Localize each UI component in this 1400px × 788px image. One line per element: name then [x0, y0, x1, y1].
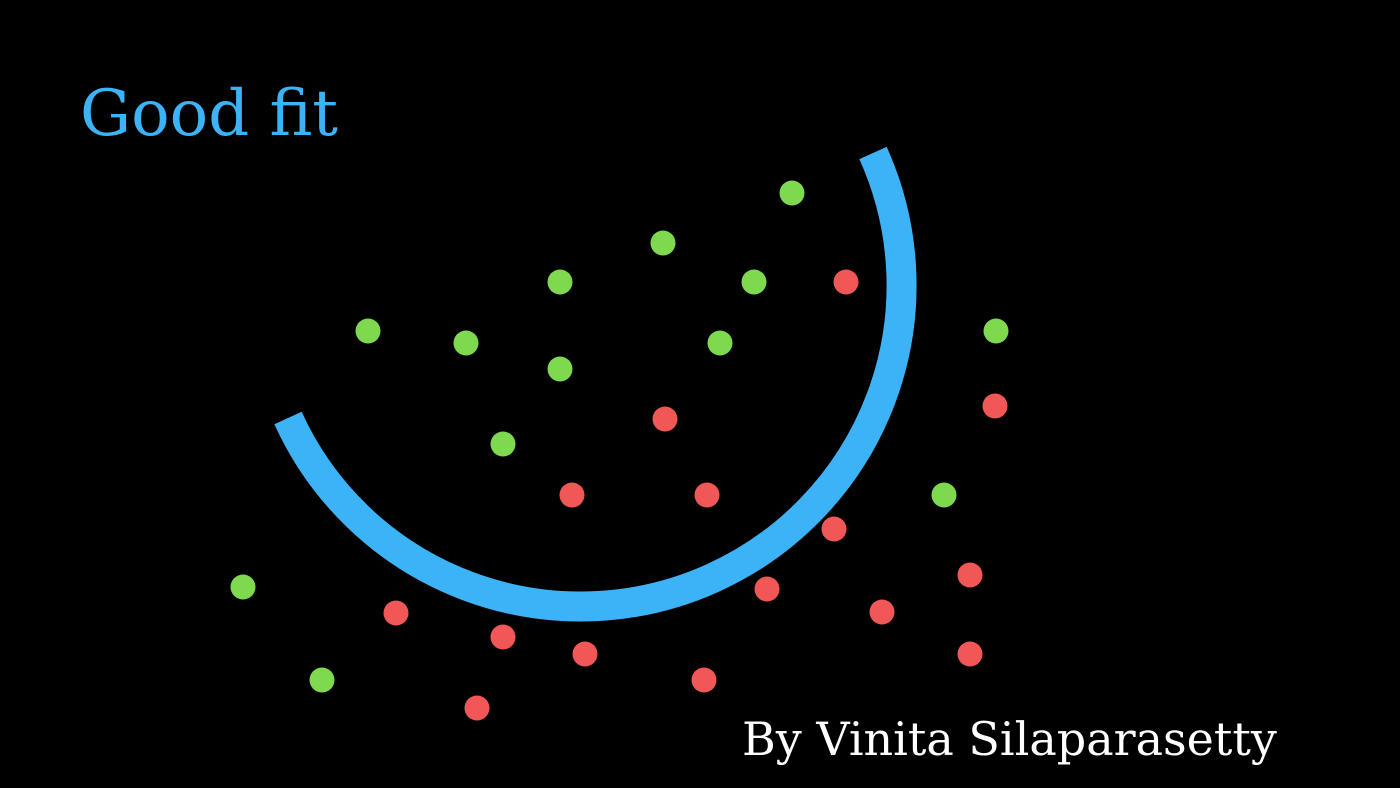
green-point — [490, 431, 516, 457]
green-point — [453, 330, 479, 356]
red-point — [652, 406, 678, 432]
red-point — [821, 516, 847, 542]
red-point — [464, 695, 490, 721]
red-points — [383, 269, 1008, 721]
diagram-title: Good fit — [80, 77, 338, 151]
red-point — [572, 641, 598, 667]
red-point — [383, 600, 409, 626]
green-point — [309, 667, 335, 693]
red-point — [957, 562, 983, 588]
red-point — [490, 624, 516, 650]
green-point — [741, 269, 767, 295]
green-point — [650, 230, 676, 256]
red-point — [869, 599, 895, 625]
red-point — [957, 641, 983, 667]
decision-boundary-curve — [274, 146, 917, 622]
green-points — [230, 180, 1009, 693]
red-point — [833, 269, 859, 295]
green-point — [547, 356, 573, 382]
green-point — [779, 180, 805, 206]
green-point — [547, 269, 573, 295]
green-point — [983, 318, 1009, 344]
green-point — [355, 318, 381, 344]
red-point — [694, 482, 720, 508]
author-credit: By Vinita Silaparasetty — [742, 712, 1277, 766]
green-point — [707, 330, 733, 356]
red-point — [559, 482, 585, 508]
green-point — [230, 574, 256, 600]
green-point — [931, 482, 957, 508]
red-point — [982, 393, 1008, 419]
red-point — [754, 576, 780, 602]
red-point — [691, 667, 717, 693]
